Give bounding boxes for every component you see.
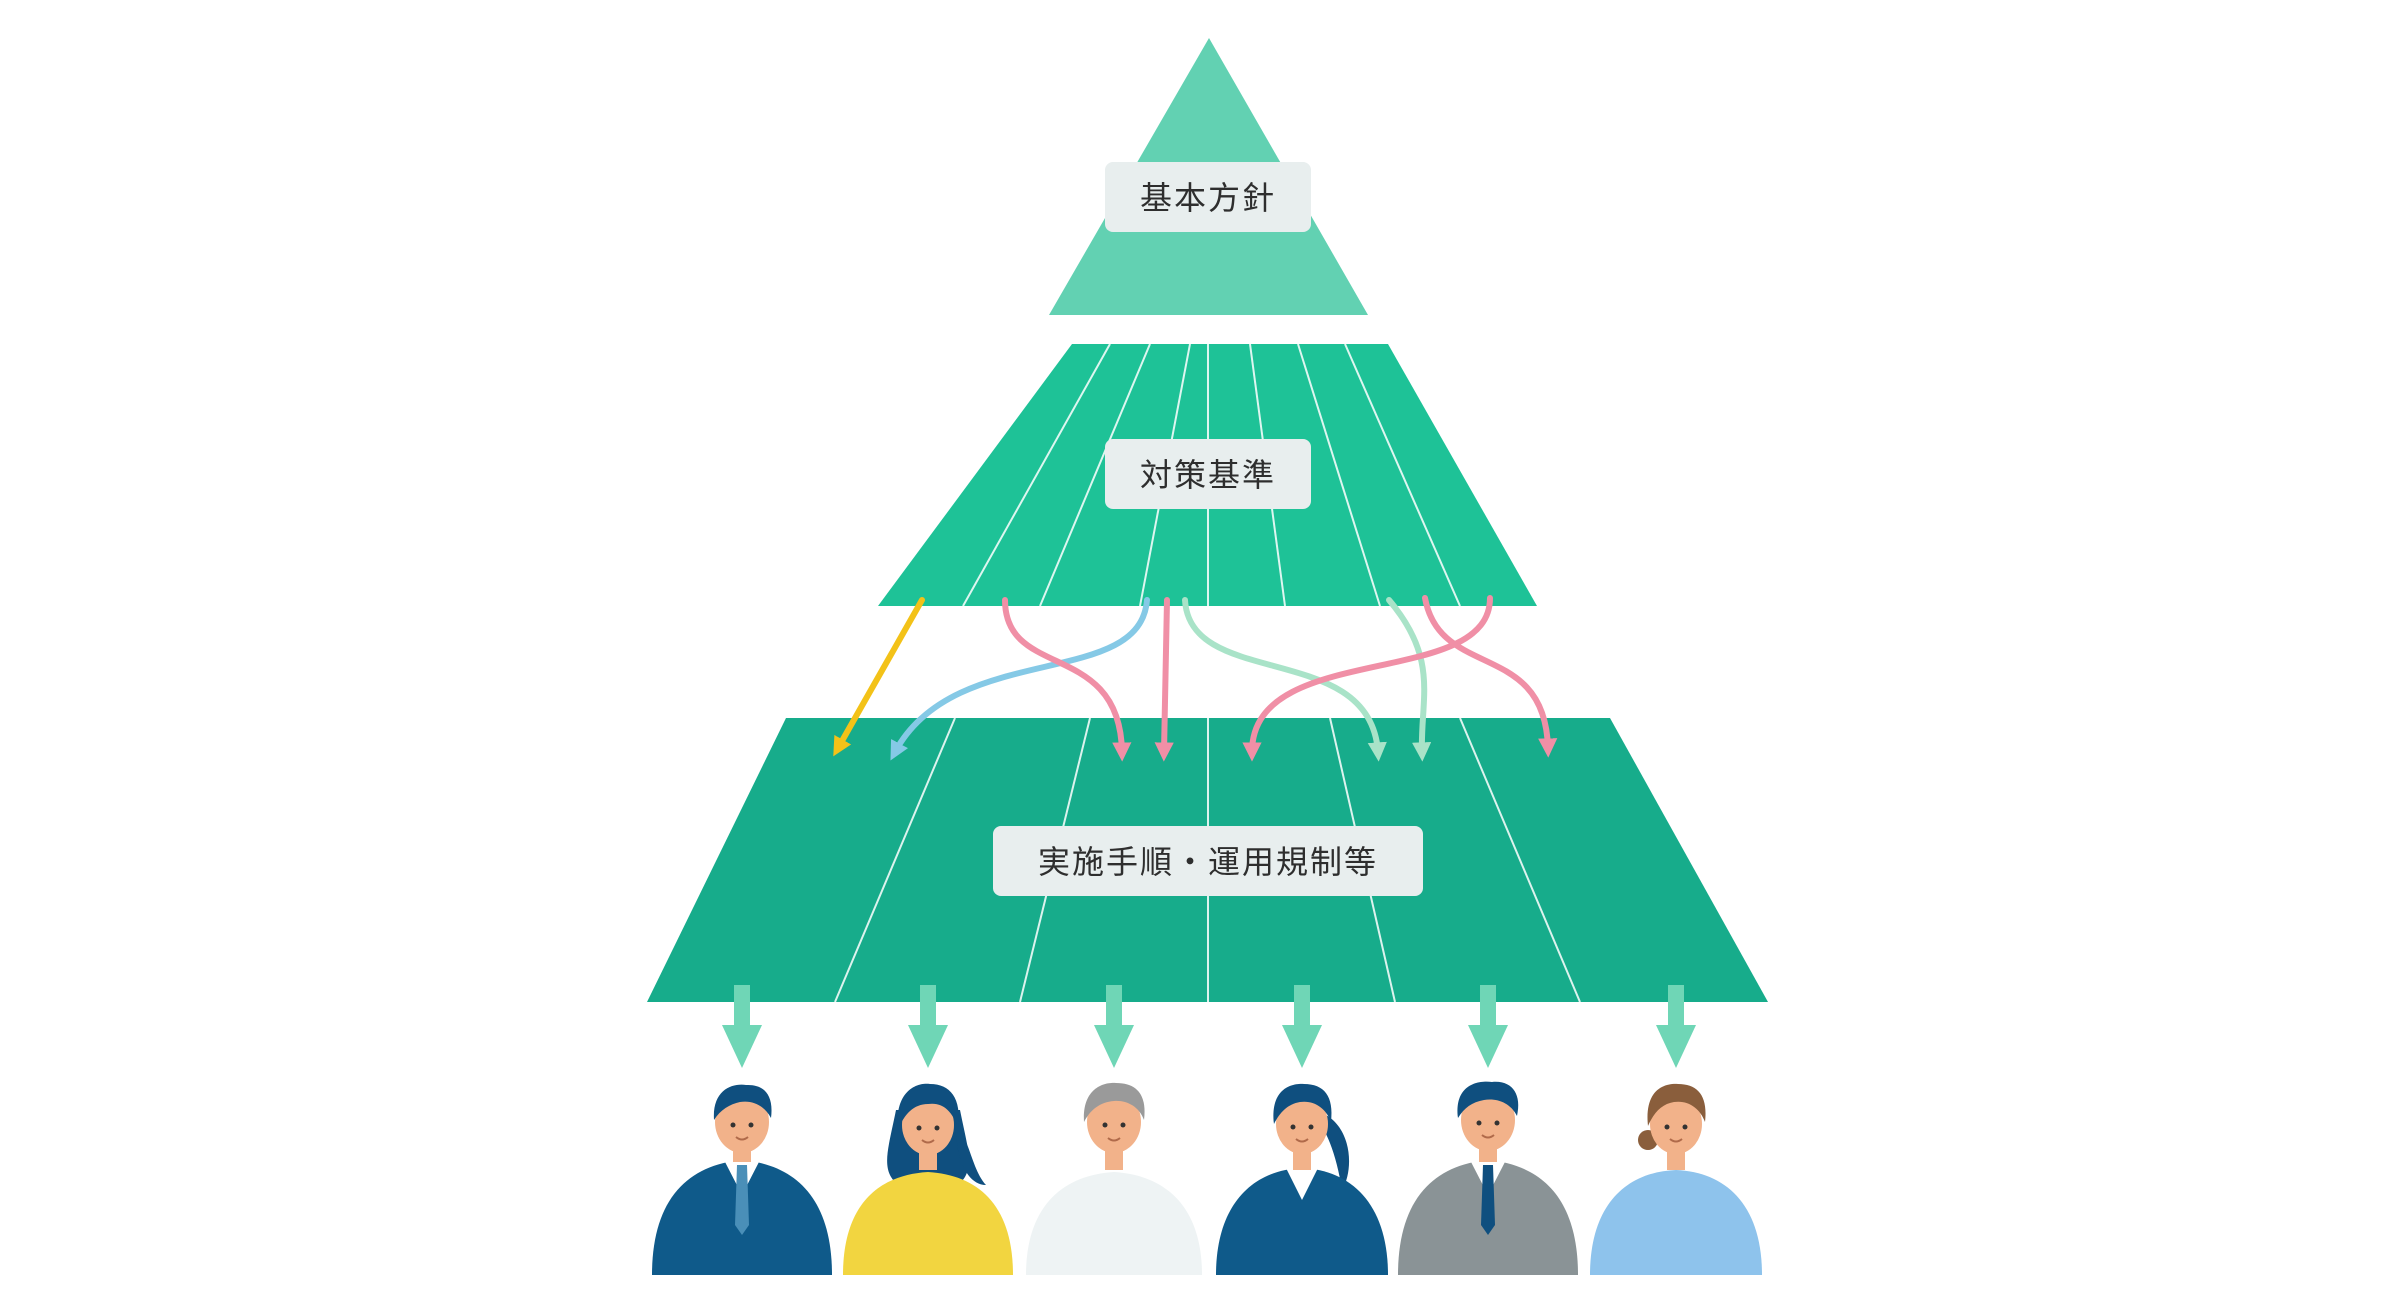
flow-arrows bbox=[833, 595, 1558, 762]
person-icon bbox=[1026, 1082, 1202, 1275]
down-arrow-icon bbox=[1656, 985, 1696, 1068]
tier-bottom-label: 実施手順・運用規制等 bbox=[1038, 843, 1378, 881]
flow-arrow-icon bbox=[833, 597, 925, 757]
person-icon bbox=[1590, 1083, 1762, 1275]
down-arrow-icon bbox=[1282, 985, 1322, 1068]
flow-arrow-icon bbox=[1242, 595, 1493, 762]
tier-bottom: 実施手順・運用規制等 bbox=[647, 717, 1768, 1003]
tier-middle: 対策基準 bbox=[878, 343, 1537, 607]
tier-middle-label-box bbox=[1105, 439, 1311, 509]
tier-top-label: 基本方針 bbox=[1140, 179, 1276, 217]
tier-bottom-label-box bbox=[993, 826, 1423, 896]
tier-top-label-box bbox=[1105, 162, 1311, 232]
flow-arrow-icon bbox=[1154, 597, 1174, 762]
flow-arrow-icon bbox=[890, 597, 1150, 761]
flow-arrow-icon bbox=[1386, 597, 1432, 762]
tier-top: 基本方針 bbox=[1049, 38, 1368, 315]
down-arrows bbox=[722, 985, 1696, 1068]
person-icon bbox=[652, 1084, 832, 1275]
flow-arrow-icon bbox=[1002, 597, 1132, 762]
down-arrow-icon bbox=[722, 985, 762, 1068]
flow-arrow-icon bbox=[1422, 595, 1558, 758]
person-icon bbox=[843, 1083, 1013, 1275]
flow-arrow-icon bbox=[1182, 597, 1387, 762]
people-row bbox=[652, 1081, 1762, 1275]
person-icon bbox=[1216, 1083, 1388, 1275]
down-arrow-icon bbox=[1094, 985, 1134, 1068]
tier-middle-label: 対策基準 bbox=[1140, 456, 1276, 494]
down-arrow-icon bbox=[908, 985, 948, 1068]
person-icon bbox=[1398, 1081, 1578, 1275]
down-arrow-icon bbox=[1468, 985, 1508, 1068]
